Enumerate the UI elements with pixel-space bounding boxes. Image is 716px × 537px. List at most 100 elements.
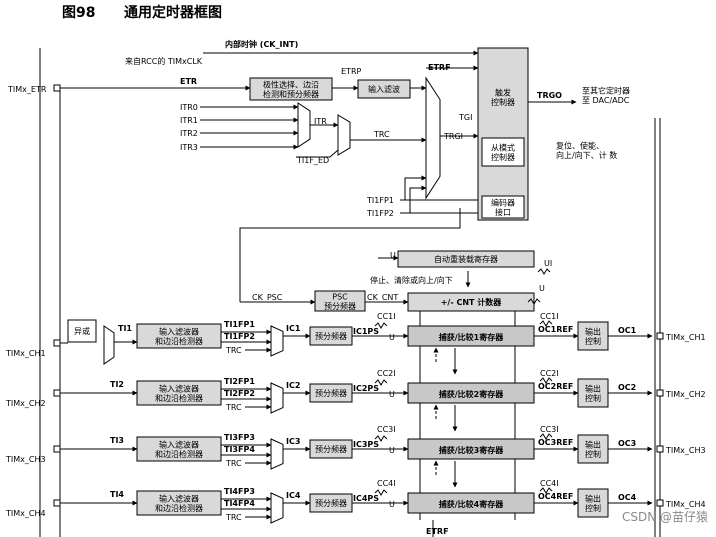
block-capcomp2 [407, 382, 535, 404]
sig-oc1: OC1 [618, 326, 637, 335]
block-input-filter-edge-3 [136, 436, 222, 462]
sig-oc1ref: OC1REF [538, 325, 573, 334]
sig-ic3ps: IC3PS [353, 440, 379, 449]
mux-ti1 [103, 325, 115, 365]
sig-ti4: TI4 [110, 490, 124, 499]
pin-out-label-ch4: TIMx_CH4 [665, 500, 706, 509]
block-input-filter-edge-1 [136, 323, 222, 349]
pin-out-ch3 [656, 445, 664, 453]
u-mark-cnt [527, 298, 541, 305]
block-prescaler-3-label: 预分频器 [315, 444, 347, 454]
block-prescaler-4-label: 预分频器 [315, 498, 347, 508]
block-capcomp4-label: 捕获/比较4寄存器 [439, 499, 504, 509]
sig-trc: TRC [373, 130, 390, 139]
sig-trc-ch1: TRC [225, 346, 242, 355]
pin-out-ch4 [656, 499, 664, 507]
pin-timx-ch3 [53, 445, 61, 453]
block-polarity-select [249, 77, 333, 101]
block-capcomp1-label: 捕获/比较1寄存器 [439, 332, 504, 342]
sig-stop: 停止、清除或向上/向下 [370, 275, 453, 285]
sig-oc4ref: OC4REF [538, 492, 573, 501]
block-prescaler-1 [309, 326, 353, 346]
ck-psc-loop [239, 208, 461, 302]
sig-cc2i: CC2I [377, 369, 396, 378]
block-polarity-select-label: 极性选择、边沿检测和预分频器 [263, 79, 319, 99]
pin-label-ch2: TIMx_CH2 [5, 399, 46, 408]
pin-out-label-ch3: TIMx_CH3 [665, 446, 706, 455]
sig-u-ch2: U [389, 390, 395, 399]
sig-u-top: U [390, 251, 396, 260]
cc-mark-1 [374, 322, 388, 329]
sig-itr1: ITR1 [180, 116, 198, 125]
sig-ti4fp3: TI4FP3 [224, 487, 255, 496]
sig-u-ch1: U [389, 333, 395, 342]
pin-label-ch4: TIMx_CH4 [5, 509, 46, 518]
sig-cc3i: CC3I [377, 425, 396, 434]
mux-itr [297, 102, 311, 148]
sig-trgo-dest: 至其它定时器至 DAC/ADC [582, 85, 630, 105]
block-slave-mode [481, 137, 525, 167]
sig-cc1i: CC1I [377, 312, 396, 321]
block-trigger-controller-label: 触发控制器 [491, 87, 515, 107]
sig-ti3: TI3 [110, 436, 124, 445]
sig-trc-ch2: TRC [225, 403, 242, 412]
block-xor-label: 异或 [74, 326, 90, 336]
figure-number: 图98 [62, 5, 96, 21]
mux-tr [337, 114, 351, 156]
pin-timx-ch2 [53, 389, 61, 397]
block-psc [314, 290, 366, 312]
mux-ic1 [270, 325, 284, 357]
watermark: CSDN @苗仔猿 [621, 510, 708, 524]
sig-ti2fp1: TI2FP1 [224, 377, 255, 386]
sig-trc-ch4: TRC [225, 513, 242, 522]
pin-out-label-ch2: TIMx_CH2 [665, 390, 706, 399]
block-capcomp3 [407, 438, 535, 460]
block-prescaler-4 [309, 493, 353, 513]
sig-ti1: TI1 [118, 324, 132, 333]
block-prescaler-2-label: 预分频器 [315, 388, 347, 398]
sig-timxclk: 来自RCC的 TIMxCLK [125, 56, 203, 66]
sig-ic4ps: IC4PS [353, 494, 379, 503]
block-input-filter-label: 输入滤波 [368, 84, 400, 94]
sig-oc2: OC2 [618, 383, 636, 392]
block-output-control-4 [577, 488, 609, 518]
block-autoreload-label: 自动重装载寄存器 [434, 254, 498, 264]
pin-label-ch1: TIMx_CH1 [5, 349, 46, 358]
sig-u-ch3: U [389, 446, 395, 455]
sig-ic3: IC3 [286, 437, 300, 446]
block-input-filter-edge-1-label: 输入滤波器和边沿检测器 [155, 326, 203, 346]
ui-mark [537, 268, 551, 275]
block-output-control-4-label: 输出控制 [585, 493, 601, 513]
block-capcomp3-label: 捕获/比较3寄存器 [439, 445, 504, 455]
sig-trgi: TRGI [443, 132, 463, 141]
block-capcomp1 [407, 325, 535, 347]
block-encoder [481, 195, 525, 219]
sig-cc3i-out: CC3I [540, 425, 559, 434]
block-capcomp4 [407, 492, 535, 514]
block-slave-mode-label: 从模式控制器 [491, 142, 515, 162]
figure-title: 通用定时器框图 [124, 5, 222, 21]
block-output-control-2 [577, 378, 609, 408]
sig-oc3: OC3 [618, 439, 636, 448]
mux-ic4 [270, 492, 284, 524]
pin-out-ch1 [656, 332, 664, 340]
sig-ic1: IC1 [286, 324, 301, 333]
sig-etrf: ETRF [428, 63, 451, 72]
sig-trgo: TRGO [537, 91, 562, 100]
block-prescaler-2 [309, 383, 353, 403]
block-capcomp2-label: 捕获/比较2寄存器 [439, 389, 504, 399]
block-output-control-3-label: 输出控制 [585, 439, 601, 459]
sig-ui: UI [544, 259, 552, 268]
block-xor [67, 319, 97, 343]
block-prescaler-3 [309, 439, 353, 459]
pin-out-label-ch1: TIMx_CH1 [665, 333, 706, 342]
block-prescaler-1-label: 预分频器 [315, 331, 347, 341]
sig-tgi: TGI [458, 113, 472, 122]
cc-out-mark-4 [539, 487, 553, 494]
cc-mark-2 [374, 379, 388, 386]
ti1fp2-to-mux [409, 185, 427, 213]
block-output-control-2-label: 输出控制 [585, 383, 601, 403]
sig-ti1fp2: TI1FP2 [366, 209, 394, 218]
